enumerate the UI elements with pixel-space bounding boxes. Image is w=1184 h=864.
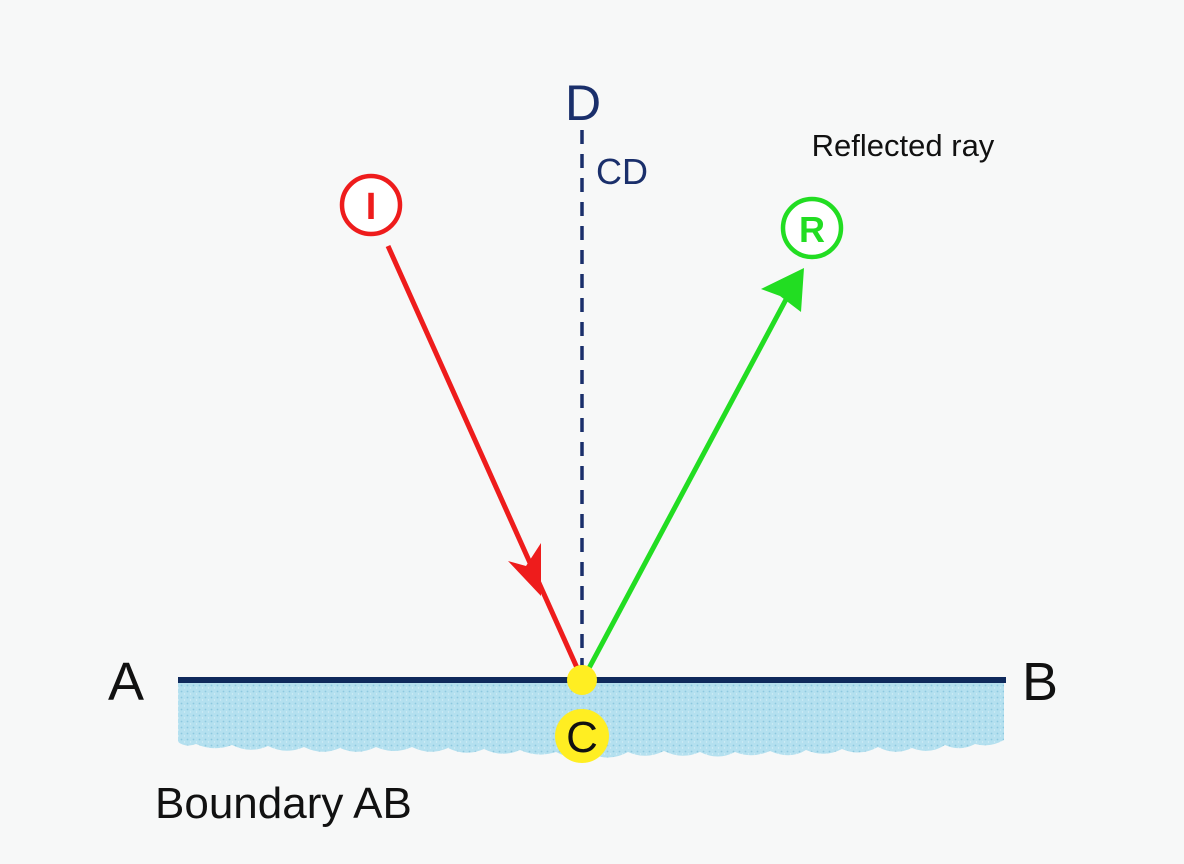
point-a-label: A <box>108 652 144 712</box>
incident-marker-label: I <box>366 186 377 228</box>
reflected-ray <box>585 290 793 672</box>
reflected-arrowhead <box>761 268 804 312</box>
point-c-label: C <box>566 713 598 762</box>
incident-arrowhead <box>508 543 541 596</box>
incident-marker-circle <box>339 173 403 237</box>
reflected-ray-caption: Reflected ray <box>812 128 995 163</box>
normal-name-label: CD <box>596 151 648 192</box>
point-c-circle <box>555 709 609 763</box>
boundary-caption: Boundary AB <box>155 779 412 828</box>
point-b-label: B <box>1022 652 1058 712</box>
incidence-point-dot <box>567 665 597 695</box>
incident-ray <box>385 244 581 672</box>
reflected-marker-circle <box>780 196 844 260</box>
normal-top-label: D <box>565 75 601 131</box>
reflected-marker-label: R <box>799 209 825 250</box>
